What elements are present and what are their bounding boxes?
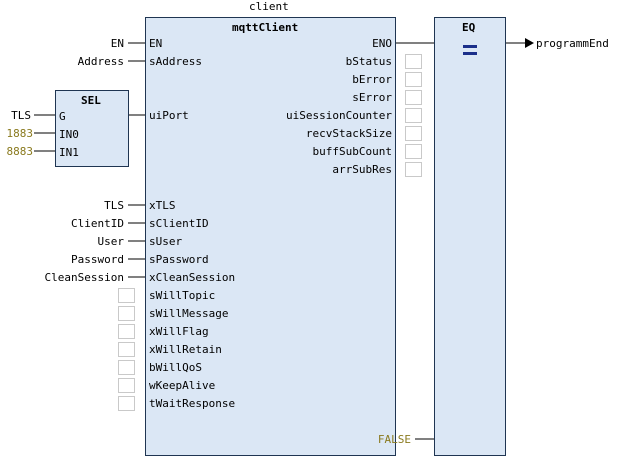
literal-false[interactable]: FALSE: [377, 433, 411, 446]
pin-eno: ENO: [372, 37, 392, 50]
var-client-id[interactable]: ClientID: [71, 217, 124, 230]
pin-xwillretain: xWillRetain: [149, 343, 222, 356]
empty-input-slot[interactable]: [118, 342, 135, 357]
pin-bstatus: bStatus: [345, 55, 392, 68]
pin-twaitresponse: tWaitResponse: [149, 397, 236, 410]
empty-input-slot[interactable]: [118, 378, 135, 393]
pin-en: EN: [149, 37, 163, 50]
sel-pin-in0: IN0: [59, 128, 79, 141]
mqtt-client-block[interactable]: mqttClient: [145, 17, 396, 456]
empty-output-slot[interactable]: [405, 54, 422, 69]
pin-wkeepalive: wKeepAlive: [149, 379, 216, 392]
pin-xwillflag: xWillFlag: [149, 325, 209, 338]
pin-sclientid: sClientID: [149, 217, 209, 230]
empty-output-slot[interactable]: [405, 144, 422, 159]
literal-1883[interactable]: 1883: [6, 127, 34, 140]
var-tls[interactable]: TLS: [104, 199, 124, 212]
var-en[interactable]: EN: [110, 37, 124, 50]
empty-input-slot[interactable]: [118, 288, 135, 303]
var-address[interactable]: Address: [77, 55, 124, 68]
empty-input-slot[interactable]: [118, 324, 135, 339]
empty-output-slot[interactable]: [405, 90, 422, 105]
pin-recvstacksize: recvStackSize: [305, 127, 392, 140]
pin-xcleansession: xCleanSession: [149, 271, 236, 284]
pin-buffsubcount: buffSubCount: [312, 145, 392, 158]
pin-spassword: sPassword: [149, 253, 209, 266]
mqtt-block-type: mqttClient: [232, 21, 299, 34]
empty-input-slot[interactable]: [118, 360, 135, 375]
var-clean-session[interactable]: CleanSession: [44, 271, 124, 284]
empty-input-slot[interactable]: [118, 306, 135, 321]
pin-suser: sUser: [149, 235, 183, 248]
pin-xtls: xTLS: [149, 199, 176, 212]
var-programm-end[interactable]: programmEnd: [536, 37, 609, 50]
sel-block[interactable]: SEL G IN0 IN1: [55, 90, 129, 167]
empty-output-slot[interactable]: [405, 162, 422, 177]
var-password[interactable]: Password: [71, 253, 124, 266]
pin-bwillqos: bWillQoS: [149, 361, 202, 374]
sel-pin-in1: IN1: [59, 146, 79, 159]
sel-pin-g: G: [59, 110, 66, 123]
pin-serror: sError: [352, 91, 392, 104]
equals-icon: [463, 45, 477, 55]
var-user[interactable]: User: [97, 235, 125, 248]
pin-swillmessage: sWillMessage: [149, 307, 229, 320]
pin-berror: bError: [352, 73, 392, 86]
instance-name: client: [249, 0, 289, 13]
pin-arrsubres: arrSubRes: [332, 163, 392, 176]
pin-uiport: uiPort: [149, 109, 189, 122]
empty-output-slot[interactable]: [405, 126, 422, 141]
empty-input-slot[interactable]: [118, 396, 135, 411]
empty-output-slot[interactable]: [405, 72, 422, 87]
literal-8883[interactable]: 8883: [6, 145, 34, 158]
sel-block-type: SEL: [81, 94, 101, 107]
pin-uisessioncounter: uiSessionCounter: [286, 109, 392, 122]
empty-output-slot[interactable]: [405, 108, 422, 123]
eq-block[interactable]: EQ: [434, 17, 506, 456]
output-arrow-icon: [525, 38, 534, 48]
var-sel-g[interactable]: TLS: [11, 109, 31, 122]
pin-saddress: sAddress: [149, 55, 202, 68]
pin-swilltopic: sWillTopic: [149, 289, 216, 302]
eq-block-type: EQ: [462, 21, 476, 34]
